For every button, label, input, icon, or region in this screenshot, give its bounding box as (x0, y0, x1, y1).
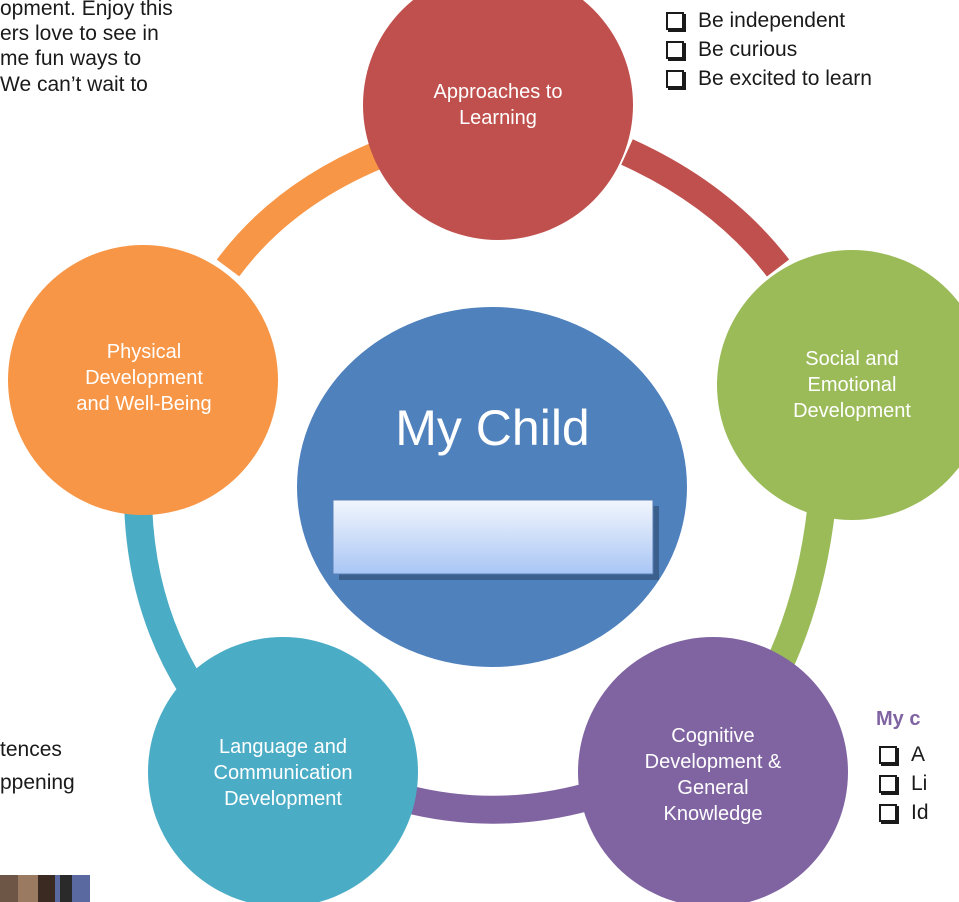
approaches-checklist: Be independent Be curious Be excited to … (664, 6, 872, 93)
checkbox-icon[interactable] (879, 746, 897, 764)
checkbox-icon[interactable] (666, 41, 684, 59)
bottom-left-line-2: ppening (0, 771, 75, 794)
node-physical-circle (8, 245, 278, 515)
child-photo (0, 875, 90, 902)
node-language-circle (148, 637, 418, 902)
checkbox-icon[interactable] (879, 775, 897, 793)
child-name-box[interactable] (332, 499, 654, 575)
bottom-left-line-1: tences (0, 738, 62, 761)
connector-social-cognitive (759, 500, 836, 687)
checklist-item[interactable]: Be independent (664, 6, 872, 35)
connector-approaches-social (621, 139, 790, 277)
checklist-item[interactable]: Id (877, 798, 929, 827)
checklist-item[interactable]: Be curious (664, 35, 872, 64)
connector-language-physical (124, 499, 204, 696)
connector-cognitive-language (399, 783, 591, 824)
center-title: My Child (395, 400, 590, 456)
cognitive-checklist: A Li Id (877, 740, 929, 827)
checklist-item[interactable]: A (877, 740, 929, 769)
node-cognitive-circle (578, 637, 848, 902)
cognitive-checklist-heading: My c (876, 708, 921, 730)
checkbox-icon[interactable] (879, 804, 897, 822)
intro-line-2: ers love to see in (0, 22, 159, 45)
node-social-circle (717, 250, 959, 520)
intro-line-1: opment. Enjoy this (0, 0, 173, 20)
node-approaches-circle (363, 0, 633, 240)
checkbox-icon[interactable] (666, 12, 684, 30)
center-circle (297, 307, 687, 667)
checklist-item[interactable]: Be excited to learn (664, 64, 872, 93)
intro-line-3: me fun ways to (0, 47, 142, 70)
connector-physical-approaches (216, 142, 384, 277)
checkbox-icon[interactable] (666, 70, 684, 88)
checklist-item[interactable]: Li (877, 769, 929, 798)
child-name-value (333, 500, 653, 574)
intro-line-4: We can’t wait to (0, 73, 148, 96)
